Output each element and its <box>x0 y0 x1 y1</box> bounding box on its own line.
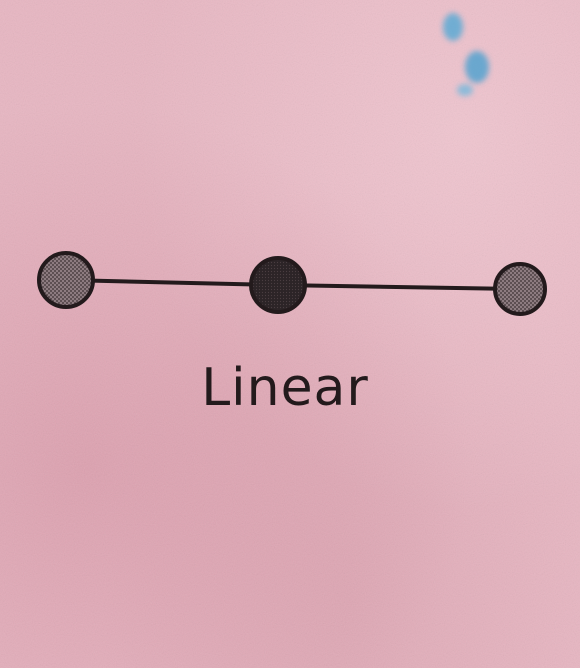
diagram-caption: Linear <box>201 358 369 418</box>
end-node-right <box>493 262 547 316</box>
link-center-right <box>276 283 522 291</box>
blue-ink-smudge <box>443 13 489 96</box>
center-node <box>249 256 307 314</box>
link-left-center <box>64 278 280 287</box>
end-node-left <box>37 251 95 309</box>
